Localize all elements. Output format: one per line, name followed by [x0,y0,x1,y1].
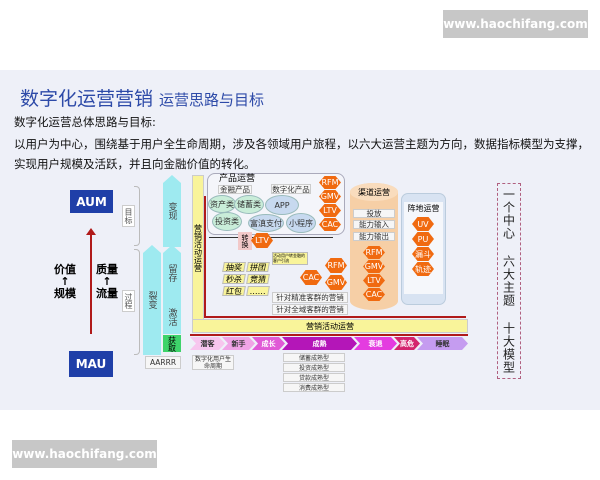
growth-arrow [90,234,92,334]
stage-growth: 成长 [252,337,285,350]
tool-flashsale: 秒杀 [222,274,246,284]
hex-gmv: GMV [363,260,385,273]
retain-column: 留存 [163,245,181,300]
position-title: 阵地运营 [407,204,440,213]
activate-column: 激活 [163,300,181,334]
position-hex-stack: UV PU 漏斗 轨迹 [412,217,434,276]
title-sub: 运营思路与目标 [159,91,265,109]
channel-hex-stack: RFM GMV LTV CAC [363,246,385,301]
intro-heading: 数字化运营总体思路与目标: [14,115,156,129]
watermark-bottom: www.haochifang.com [12,440,157,468]
fission-column: 裂变 [143,245,161,355]
stage-prospect: 潜客 [190,337,225,350]
lifecycle-label: 数字化用户生命周期 [192,355,234,370]
title-main: 数字化运营营销 [20,88,154,110]
asset-product: 资产类 [208,195,236,213]
precise-marketing: 针对精准客群的营销 [272,292,348,303]
tool-more: …… [246,286,270,296]
investment-product: 投资类 [212,212,242,231]
intro-line2: 实现用户规模及活跃，并且向金融价值的转化。 [14,157,256,171]
stage-dormant: 睡眠 [417,337,468,350]
hex-rfm: RFM [325,258,347,273]
channel-title: 渠道运营 [350,183,398,201]
global-marketing: 针对全域客群的营销 [272,304,348,315]
digital-label: 数字化产品 [271,184,311,194]
channel-item: 投放 [353,209,395,218]
marketing-vertical: 营销活动运营 [192,175,204,320]
tool-lottery: 抽奖 [222,262,246,272]
quality-flow: 质量↑流量 [96,263,118,300]
stage-newbie: 新手 [222,337,255,350]
product-title: 产品运营 [219,174,256,184]
page-title: 数字化运营营销运营思路与目标 [20,84,264,111]
mau-box: MAU [69,351,113,377]
goal-label: 目标 [122,205,135,227]
hex-rfm: RFM [319,176,341,189]
stage-mature: 成熟 [282,337,357,350]
divider-line [209,237,333,238]
mature-type: 投资成熟型 [283,363,345,372]
hex-gmv: GMV [325,275,347,290]
arrow-head-icon [86,228,96,235]
acquire-column: 获取 [163,335,181,352]
goal-bracket [134,186,140,246]
hex-ltv: LTV [251,233,273,248]
tool-groupbuy: 拼团 [246,262,270,272]
stage-decline: 衰退 [354,337,397,350]
hex-gmv: GMV [319,190,341,203]
savings-product: 储蓄类 [234,195,264,214]
marketing-tools: 抽奖 拼团 秒杀 竞猜 红包 …… [222,262,270,296]
finance-label: 金融产品 [218,185,252,194]
hex-cac: CAC [300,270,322,285]
red-line-bottom [190,334,468,336]
tool-redpacket: 红包 [222,286,246,296]
pay-product: 富滇支付 [248,214,284,232]
hex-rfm: RFM [363,246,385,259]
summary-box: 一个中心 六大主题 十大模型 [497,183,521,379]
mature-type: 储蓄成熟型 [283,353,345,362]
red-line-vertical [204,196,206,318]
mature-types: 储蓄成熟型 投资成熟型 贷款成熟型 消费成熟型 [283,353,345,392]
app-product: APP [265,195,299,215]
intro-line1: 以用户为中心，围绕基于用户全生命周期，涉及各领域用户旅程，以六大运营主题为方向，… [14,137,589,151]
miniprogram-product: 小程序 [286,213,316,233]
process-label: 过程 [122,290,135,312]
aarrr-label: AARRR [145,356,181,369]
hex-pu: PU [412,232,434,246]
product-hex-stack: RFM GMV LTV CAC [319,176,341,231]
channel-item: 能力输出 [353,232,395,241]
marketing-horizontal: 营销活动运营 [192,319,468,333]
channel-item: 能力输入 [353,220,395,229]
hex-cac: CAC [319,218,341,231]
conversion-note: 活动用户转金融的客户引流 [272,252,308,265]
mature-type: 消费成熟型 [283,383,345,392]
hex-funnel: 漏斗 [412,247,434,261]
stage-risk: 高危 [394,337,420,350]
monetize-column: 变现 [163,175,181,247]
hex-ltv: LTV [363,274,385,287]
red-line-horizontal [204,316,466,318]
convert-arrow: 转换 [238,232,252,250]
hex-cac: CAC [363,288,385,301]
hex-track: 轨迹 [412,262,434,276]
value-scale: 价值↑规模 [54,263,76,300]
aum-box: AUM [70,190,113,213]
hex-uv: UV [412,217,434,231]
process-bracket [134,249,140,355]
hex-ltv: LTV [319,204,341,217]
tool-guess: 竞猜 [246,274,270,284]
watermark-top: www.haochifang.com [443,10,588,38]
mature-type: 贷款成熟型 [283,373,345,382]
